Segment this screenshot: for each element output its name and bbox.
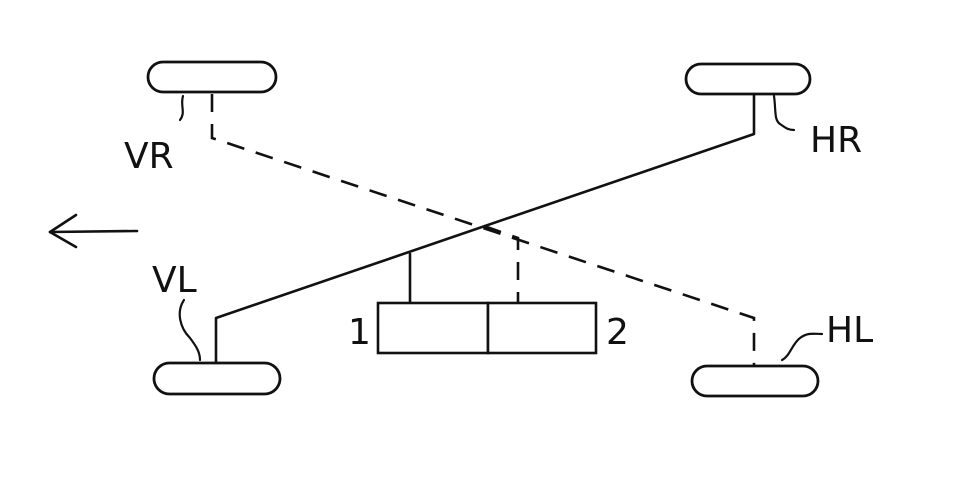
leader-vr [178,94,185,122]
control-unit-2 [486,301,598,355]
wheel-front-right [146,60,278,94]
control-unit-1 [376,301,490,355]
label-rear-right: HR [810,120,862,161]
leader-hr [772,94,796,132]
wheel-rear-right [684,62,812,96]
wheel-rear-left [690,364,820,398]
dashed-line-to-unit-2 [483,224,520,303]
dashed-brake-line [210,94,756,366]
label-unit-1: 1 [348,312,371,353]
label-rear-left: HL [826,310,873,351]
travel-direction-arrow [48,213,139,249]
label-unit-2: 2 [606,312,629,353]
label-front-left: VL [152,260,197,301]
label-front-right: VR [124,136,174,177]
leader-hl [780,332,824,362]
leader-vl [178,298,202,362]
wheel-front-left [152,361,282,396]
